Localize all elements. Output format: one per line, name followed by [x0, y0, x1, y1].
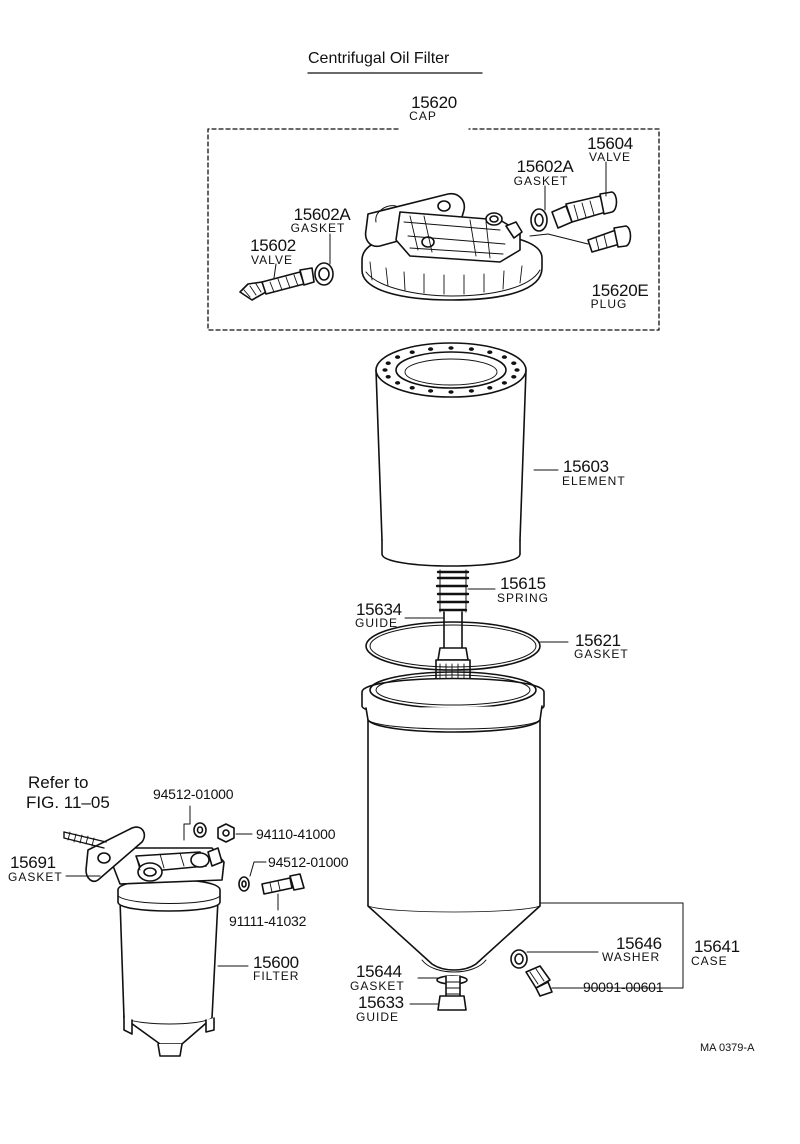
case-bracket	[539, 902, 684, 989]
case-name: CASE	[691, 954, 728, 968]
gasket-15621	[366, 622, 540, 670]
element-number: 15603	[563, 457, 609, 476]
cap-body	[362, 194, 542, 300]
element-hole	[468, 389, 474, 393]
valve-15602	[240, 268, 314, 300]
element-hole	[385, 375, 391, 379]
drain-plug-90091	[526, 966, 552, 996]
plug-number: 15620E	[591, 281, 649, 300]
valve-15602-name: VALVE	[251, 253, 293, 267]
nut-94110	[218, 824, 234, 842]
element-holes	[382, 346, 520, 394]
guide-15633-number: 15633	[358, 993, 404, 1012]
element-hole	[487, 386, 493, 390]
gasket-15602a-right	[531, 209, 547, 231]
element-hole	[409, 350, 415, 355]
plug-name: PLUG	[590, 297, 628, 311]
element-hole	[395, 355, 401, 359]
element-hole	[382, 368, 388, 372]
valve-15602-number: 15602	[250, 236, 296, 255]
gasket-15602a-left-name: GASKET	[290, 221, 346, 235]
cap-number: 15620	[411, 93, 457, 112]
valve-15604	[552, 192, 617, 228]
gasket-15602a-right-name: GASKET	[513, 174, 569, 188]
guide-15634-name: GUIDE	[355, 616, 399, 630]
gasket-15644-name: GASKET	[350, 979, 405, 993]
element-hole	[409, 386, 415, 390]
cap-enclosure-dashed	[207, 128, 660, 331]
gasket-15602a-left-number: 15602A	[293, 205, 351, 224]
filter-name: FILTER	[253, 969, 300, 983]
element-hole	[511, 361, 517, 366]
case-15641	[362, 672, 544, 972]
guide-15633-name: GUIDE	[356, 1010, 400, 1024]
plug-15620e	[588, 226, 631, 252]
element-hole	[514, 368, 520, 372]
case-number: 15641	[694, 937, 740, 956]
element-hole	[395, 381, 401, 385]
gasket-15621-number: 15621	[575, 631, 621, 650]
plug-leader	[529, 233, 589, 245]
washer-15646-number: 15646	[616, 934, 662, 953]
element-hole	[448, 390, 454, 394]
drawing-code: MA 0379-A	[700, 1042, 755, 1054]
gasket-15691-name: GASKET	[8, 870, 63, 884]
washer-15646	[511, 950, 527, 968]
element-hole	[501, 381, 507, 385]
gasket-15691	[86, 827, 144, 881]
washer-15646-name: WASHER	[602, 950, 661, 964]
element-hole	[487, 350, 493, 355]
guide-15634-number: 15634	[356, 600, 402, 619]
leader-lines	[65, 161, 607, 1005]
element-hole	[448, 346, 454, 350]
element-hole	[511, 375, 517, 379]
element-hole	[428, 389, 434, 393]
washer-94512-top	[194, 823, 206, 837]
drain-plug-number: 90091-00601	[583, 979, 664, 995]
spring-name: SPRING	[497, 591, 550, 605]
washer-top-number: 94512-01000	[153, 786, 234, 802]
element-hole	[501, 355, 507, 359]
reference-stud	[64, 832, 106, 848]
bolt-91111	[262, 874, 304, 894]
element-hole	[428, 347, 434, 351]
washer-94512-side	[239, 877, 249, 891]
cap-name: CAP	[409, 109, 437, 123]
gasket-15691-number: 15691	[10, 853, 56, 872]
filter-element	[376, 343, 526, 566]
element-name: ELEMENT	[562, 474, 626, 488]
bolt-number: 91111-41032	[229, 913, 307, 929]
valve-15604-number: 15604	[587, 134, 633, 153]
diagram-title: Centrifugal Oil Filter	[308, 50, 450, 67]
valve-15604-name: VALVE	[589, 150, 631, 164]
nut-number: 94110-41000	[256, 826, 336, 842]
washer-side-number: 94512-01000	[268, 854, 349, 870]
reference-line2: FIG. 11–05	[26, 793, 110, 812]
gasket-15602a-right-number: 15602A	[516, 157, 574, 176]
washer-top-leader	[183, 805, 191, 841]
spring-number: 15615	[500, 574, 546, 593]
element-hole	[468, 347, 474, 351]
gasket-15602a-left	[315, 263, 333, 285]
filter-number: 15600	[253, 953, 299, 972]
element-hole	[385, 361, 391, 366]
spring-15615	[437, 570, 468, 612]
washer-side-leader	[249, 861, 267, 877]
gasket-15621-name: GASKET	[574, 647, 629, 661]
filter-15600	[110, 848, 224, 1056]
gasket-15644-number: 15644	[356, 962, 402, 981]
guide-15633	[438, 976, 466, 1010]
reference-line1: Refer to	[28, 773, 89, 792]
